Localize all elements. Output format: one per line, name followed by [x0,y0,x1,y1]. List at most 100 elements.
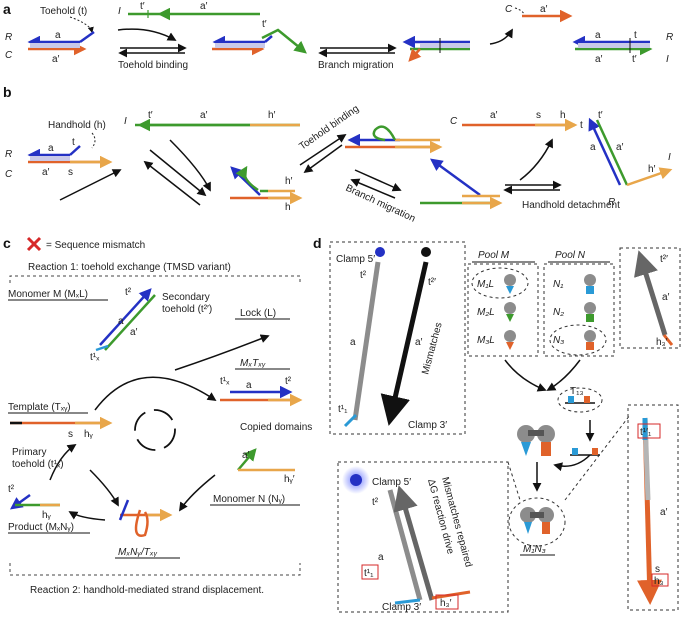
label-a: a [55,30,61,41]
label-hy-t: hᵧ [84,429,94,440]
label-t-b: t [72,137,75,148]
label-a-prime-c: a′ [540,4,548,15]
label-ap-m: a′ [130,327,138,338]
label-tp-b: t′ [148,110,153,121]
mismatches-label: Mismatches [420,321,444,375]
t2p-label-rt: t²′ [660,254,668,265]
label-s-t: s [68,429,73,440]
panel-b: b Handhold (h) R C a t a′ s I t′ a′ h′ h… [3,84,673,225]
label-a-m: a [118,316,124,327]
label-t-prime-2: t′ [262,19,267,30]
monomer-n-label: Monomer N (Nᵧ) [213,494,285,505]
label-h-rel: h [560,110,566,121]
template-label: Template (Tₓᵧ) [8,402,71,413]
panel-a-label: a [3,1,11,17]
h3-label-rt: h₃′ [656,337,668,348]
label-hy-p: hᵧ [42,510,52,521]
label-ap-5: a′ [616,142,624,153]
pool-n-items: N₁ N₂ N₃ [549,274,607,356]
label-ap-rel: a′ [490,110,498,121]
a-label-bottom: a [378,552,384,563]
strand-ap-top [380,261,429,426]
label-a-prime: a′ [52,54,60,65]
clamp5-bead-bottom [350,474,362,486]
clamp5-label-top: Clamp 5′ [336,254,375,265]
m3l-label: M₃L [477,335,495,346]
label-t2-mt: t² [285,376,292,387]
label-a-5: a [590,142,596,153]
assembled-complex [517,425,555,456]
label-ap-4: a′ [595,54,603,65]
pool-m-items: M₁L M₂L M₃L [471,267,529,350]
n3-label: N₃ [553,335,564,346]
label-r-b: R [5,149,12,160]
label-t1x-m: t¹ₓ [90,352,100,363]
t13-label: T₁₃ [570,386,584,397]
secondary-label-2: toehold (t²′) [162,304,212,315]
label-a-prime-i: a′ [200,1,208,12]
label-h-2: h [285,202,291,213]
label-c-released: C [505,4,513,15]
step-b-branch: Branch migration [344,183,417,225]
label-ap-i-b: a′ [200,110,208,121]
t2-label-bottom: t² [372,497,379,508]
clamp5-bead [375,247,385,257]
ap-label-rtb: a′ [660,507,668,518]
label-hyp-n: hᵧ′ [284,474,295,485]
label-r-4: R [666,32,673,43]
monomer-m-label: Monomer M (MₓL) [8,289,88,300]
n2-label: N₂ [553,307,564,318]
n1-label: N₁ [553,279,563,290]
label-ap-n: a′ [242,450,250,461]
label-a-mt: a [246,380,252,391]
label-t-prime-i: t′ [140,1,145,12]
clamp-box-top [329,241,466,435]
primary-label: Primary [12,447,46,458]
toehold-pointer [69,16,94,34]
label-s-rel: s [536,110,541,121]
clamp3-label-top: Clamp 3′ [408,420,447,431]
ap-label-top: a′ [415,337,423,348]
toehold-t [79,30,95,44]
mxtxy-label: MₓTₓᵧ [240,358,266,369]
panel-c-label: c [3,235,11,251]
label-i-4: I [666,54,669,65]
t11-label-top: t¹₁ [338,404,348,415]
label-t-4: t [634,30,637,41]
mismatch-icon [26,236,42,252]
step-toehold-binding: Toehold binding [118,60,188,71]
invader-bound [261,28,307,54]
strand-a-top [352,261,381,421]
panel-a: a Toehold (t) R C a a′ I t′ a′ Toehold b… [3,1,673,71]
s-label-rtb: s [655,564,660,575]
label-t1x-mt: t¹ₓ [220,376,230,387]
clamp3-label-bottom: Clamp 3′ [382,602,421,613]
primary-label-2: toehold (t¹ₓ) [12,459,64,470]
pool-n-title: Pool N [555,250,586,261]
label-tp-5: t′ [598,110,603,121]
step-branch-migration: Branch migration [318,60,394,71]
step-b-handhold-detach: Handhold detachment [522,200,620,211]
product-complex [520,507,554,534]
product-label: Product (MₓNᵧ) [8,522,74,533]
panel-b-label: b [3,84,12,100]
label-i-5: I [668,152,671,163]
label-r-5: R [608,197,615,208]
m1l-label: M₁L [477,279,494,290]
label-a-4: a [595,30,601,41]
clamp-box-bottom [337,461,509,613]
handhold-label: Handhold (h) [48,120,106,131]
label-hp-5: h′ [648,164,656,175]
label-t-5: t [580,120,583,131]
reaction-2-title: Reaction 2: handhold-mediated strand dis… [30,585,264,596]
lock-label: Lock (L) [240,308,276,319]
label-t2-p: t² [8,484,15,495]
h3u-label-rtb: h₃ [654,576,664,587]
mxnytxy-label: MₓNᵧ/Tₓᵧ [118,547,158,558]
t11p-label-rt: t¹′₁ [640,427,652,438]
h3-label-bottom: h₃′ [440,598,452,609]
mismatch-legend: = Sequence mismatch [46,240,145,251]
label-i: I [118,6,121,17]
panel-d: d Clamp 5′ t² t²′ a a′ Mismatches t¹₁ Cl… [313,235,681,613]
